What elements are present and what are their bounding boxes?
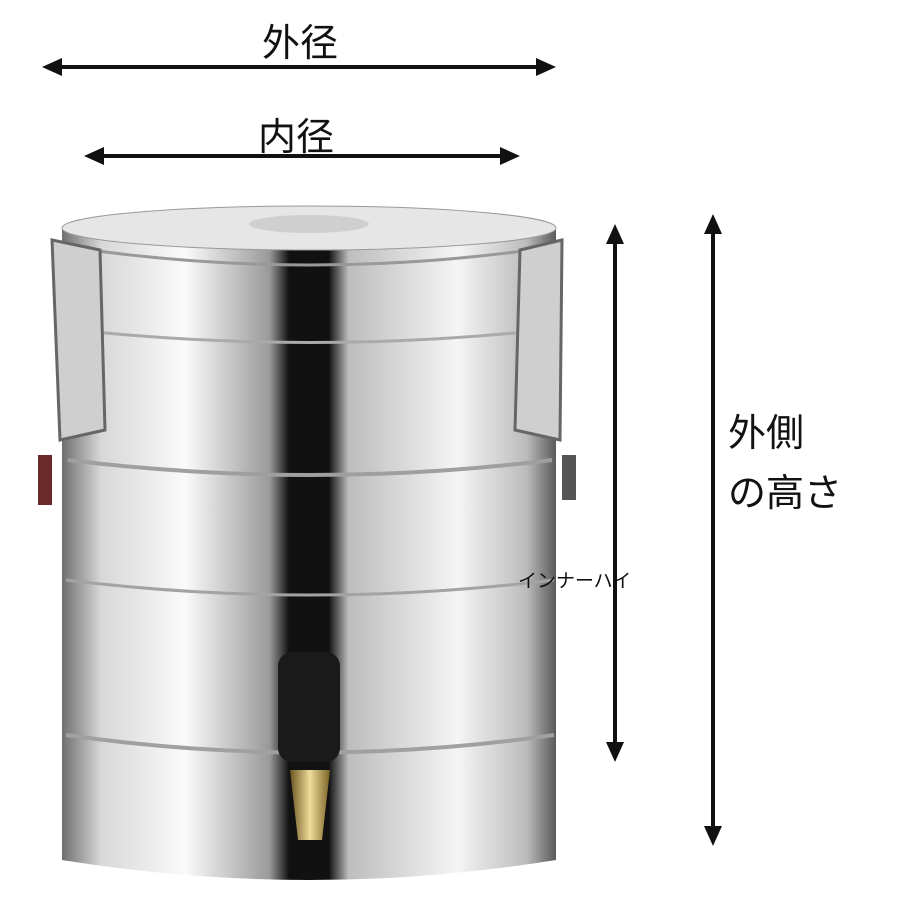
outer-height-label-line1: 外側	[728, 411, 805, 455]
spout-valve	[278, 652, 340, 762]
outer-height-label-line2: の高さ	[728, 471, 843, 515]
pot-illustration	[38, 205, 576, 880]
spout-nozzle	[290, 770, 330, 840]
inner-diameter-label: 内径	[258, 115, 335, 159]
inner-height-label: インナーハイ	[518, 570, 632, 592]
outer-diameter-label: 外径	[262, 21, 339, 65]
